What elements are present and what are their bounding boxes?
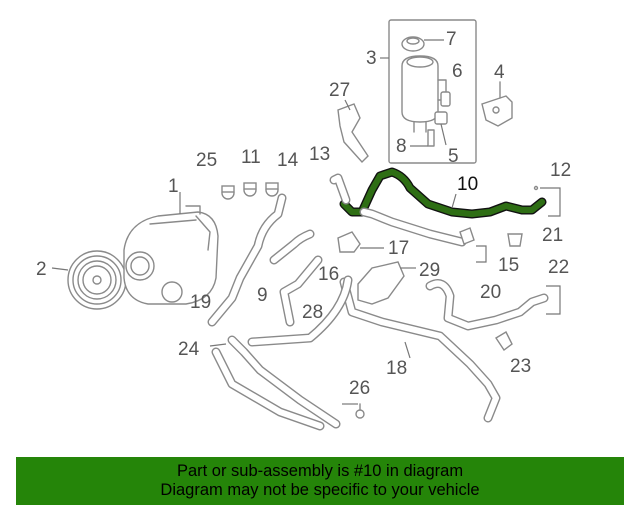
reservoir-assembly[interactable] (380, 19, 477, 164)
callout-27: 27 (329, 80, 350, 101)
callout-8: 8 (396, 136, 407, 157)
callout-5: 5 (448, 146, 459, 167)
hose-part-13[interactable] (329, 173, 467, 247)
callout-26: 26 (349, 378, 370, 399)
callout-24: 24 (178, 339, 200, 360)
bracket-part-23[interactable] (495, 331, 513, 352)
notice-line-1: Part or sub-assembly is #10 in diagram (176, 462, 464, 480)
callout-10: 10 (457, 174, 478, 195)
callout-12: 12 (550, 160, 571, 181)
callout-21: 21 (542, 225, 563, 246)
notice-banner: Part or sub-assembly is #10 in diagram D… (16, 457, 624, 505)
callout-20: 20 (480, 282, 501, 303)
bracket-part-4[interactable] (481, 81, 513, 127)
callout-23: 23 (510, 356, 531, 377)
callout-16: 16 (318, 264, 339, 285)
callout-29: 29 (419, 260, 440, 281)
callout-18: 18 (386, 358, 407, 379)
hose-part-19[interactable] (207, 193, 287, 327)
callout-22: 22 (548, 257, 569, 278)
callout-25: 25 (196, 150, 217, 171)
clip-part-15[interactable] (459, 227, 487, 263)
callout-11: 11 (241, 147, 261, 168)
fittings-25-11-14[interactable] (221, 182, 279, 200)
callout-17: 17 (388, 238, 409, 259)
callout-15: 15 (498, 255, 519, 276)
parts-diagram: 1 2 3 4 5 6 7 8 9 10 11 12 13 14 15 16 1… (36, 19, 571, 431)
callout-19: 19 (190, 292, 211, 313)
hose-part-28[interactable] (279, 255, 323, 327)
callout-28: 28 (302, 302, 323, 323)
callout-13: 13 (309, 144, 330, 165)
cap-part-21[interactable] (507, 233, 523, 247)
pump-part-1[interactable] (123, 192, 219, 305)
heat-shield-part-29[interactable] (357, 261, 416, 305)
bracket-part-12[interactable] (533, 185, 561, 217)
bolt-part-26[interactable] (342, 403, 365, 419)
callout-3: 3 (366, 48, 377, 69)
callout-14: 14 (277, 150, 299, 171)
callout-4: 4 (494, 62, 505, 83)
hose-part-18[interactable] (339, 277, 501, 423)
bracket-part-27[interactable] (337, 99, 369, 164)
callout-6: 6 (452, 61, 463, 82)
hose-part-9[interactable] (269, 229, 315, 265)
callout-9: 9 (257, 285, 268, 306)
clip-part-17[interactable] (337, 231, 384, 253)
hose-part-24[interactable] (209, 275, 353, 431)
notice-line-2: Diagram may not be specific to your vehi… (160, 481, 480, 499)
hose-part-20[interactable] (425, 279, 561, 331)
callout-1: 1 (168, 176, 179, 197)
pressure-hose-part-10[interactable] (339, 167, 547, 219)
pulley-part-2[interactable] (51, 250, 127, 310)
callout-7: 7 (446, 29, 457, 50)
callout-2: 2 (36, 259, 47, 280)
